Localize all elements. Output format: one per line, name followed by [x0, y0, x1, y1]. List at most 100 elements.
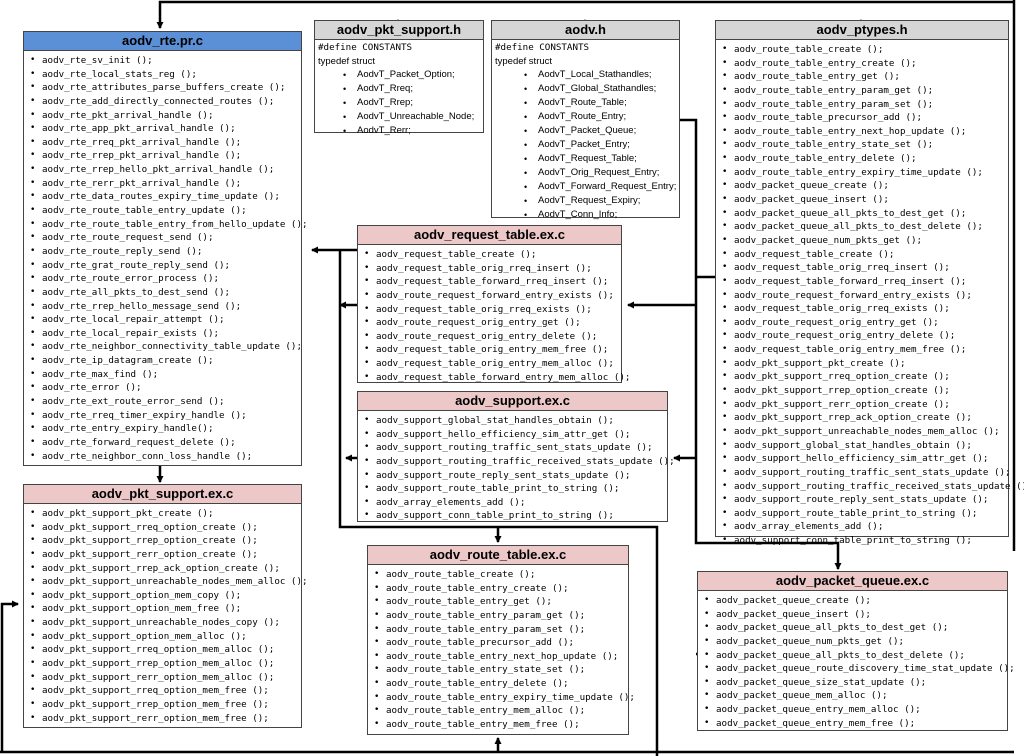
list-item: aodv_rte_entry_expiry_handle(); — [30, 422, 301, 436]
list-item: aodv_route_request_orig_entry_delete (); — [722, 329, 1008, 343]
list-item: aodv_packet_queue_route_discovery_time_s… — [704, 662, 1015, 676]
list-item: aodv_route_table_entry_create (); — [722, 57, 1008, 71]
list-item: AodvT_Packet_Queue; — [524, 124, 679, 138]
arrow-to-pkt-support-c-left — [0, 600, 19, 752]
list-item: aodv_pkt_support_rerr_option_create (); — [30, 548, 301, 562]
ptypes-title: aodv_ptypes.h — [716, 21, 1008, 40]
list-item: aodv_route_table_entry_next_hop_update (… — [722, 125, 1008, 139]
list-item: aodv_pkt_support_unreachable_nodes_mem_a… — [722, 425, 1008, 439]
pkt-support-c-box: aodv_pkt_support.ex.c aodv_pkt_support_p… — [23, 484, 308, 728]
aodv-h-typedef: typedef struct — [495, 55, 553, 67]
support-function-list: aodv_support_global_stat_handles_obtain … — [358, 411, 675, 523]
route-table-title: aodv_route_table.ex.c — [368, 546, 628, 565]
pkt-support-c-function-list: aodv_pkt_support_pkt_create (); aodv_pkt_… — [24, 504, 308, 725]
list-item: aodv_route_table_entry_param_set (); — [722, 98, 1008, 112]
list-item: AodvT_Rreq; — [343, 82, 483, 96]
list-item: aodv_rte_neighbor_connectivity_table_upd… — [30, 340, 302, 354]
list-item: aodv_rte_app_pkt_arrival_handle (); — [30, 122, 301, 136]
request-table-box: aodv_request_table.ex.c aodv_request_tab… — [357, 225, 630, 385]
list-item: aodv_packet_queue_all_pkts_to_dest_get (… — [704, 621, 1007, 635]
list-item: aodv_packet_queue_entry_mem_alloc (); — [704, 703, 1007, 717]
list-item: aodv_rte_ip_datagram_create (); — [30, 354, 301, 368]
list-item: aodv_rte_pkt_arrival_handle (); — [30, 109, 301, 123]
list-item: AodvT_Packet_Option; — [343, 68, 483, 82]
list-item: aodv_support_route_reply_sent_stats_upda… — [364, 469, 667, 483]
request-table-function-list: aodv_request_table_create ();aodv_reques… — [358, 245, 630, 385]
list-item: AodvT_Rerr; — [343, 124, 483, 138]
list-item: aodv_route_table_entry_param_get (); — [374, 609, 628, 623]
list-item: aodv_support_route_table_print_to_string… — [722, 507, 1008, 521]
list-item: aodv_pkt_support_option_mem_copy (); — [30, 589, 301, 603]
list-item: AodvT_Request_Table; — [524, 152, 679, 166]
list-item: aodv_route_table_entry_expiry_time_updat… — [722, 166, 1008, 180]
list-item: aodv_rte_grat_route_reply_send (); — [30, 259, 301, 273]
pkt-support-h-define: #define CONSTANTS — [318, 42, 413, 53]
list-item: aodv_rte_route_request_send (); — [30, 231, 301, 245]
list-item: aodv_route_request_forward_entry_exists … — [722, 289, 1008, 303]
list-item: aodv_rte_add_directly_connected_routes (… — [30, 95, 301, 109]
list-item: aodv_rte_ext_route_error_send (); — [30, 395, 301, 409]
list-item: aodv_pkt_support_option_mem_free (); — [30, 602, 301, 616]
rte-function-list: aodv_rte_sv_init ();aodv_rte_local_stats… — [24, 51, 308, 464]
list-item: aodv_support_routing_traffic_received_st… — [364, 455, 675, 469]
list-item: aodv_route_table_entry_get (); — [722, 70, 1008, 84]
list-item: AodvT_Request_Expiry; — [524, 194, 679, 208]
list-item: aodv_request_table_orig_rreq_exists (); — [722, 302, 1008, 316]
list-item: AodvT_Orig_Request_Entry; — [524, 166, 679, 180]
list-item: aodv_pkt_support_rreq_option_create (); — [722, 370, 1008, 384]
list-item: aodv_route_table_entry_expiry_time_updat… — [374, 691, 635, 705]
list-item: aodv_support_hello_efficiency_sim_attr_g… — [722, 452, 1008, 466]
list-item: aodv_route_table_entry_mem_free (); — [374, 718, 628, 732]
list-item: aodv_request_table_forward_rreq_insert (… — [364, 275, 621, 289]
list-item: aodv_route_table_create (); — [722, 43, 1008, 57]
list-item: aodv_request_table_orig_entry_mem_free (… — [364, 343, 621, 357]
list-item: aodv_pkt_support_rrep_option_create (); — [30, 534, 301, 548]
list-item: aodv_support_routing_traffic_received_st… — [722, 480, 1024, 494]
aodv-h-struct-list: AodvT_Local_Stathandles;AodvT_Global_Sta… — [492, 67, 679, 222]
route-table-function-list: aodv_route_table_create ();aodv_route_ta… — [368, 565, 635, 732]
list-item: AodvT_Route_Entry; — [524, 110, 679, 124]
list-item: aodv_rte_all_pkts_to_dest_send (); — [30, 286, 301, 300]
list-item: aodv_support_hello_efficiency_sim_attr_g… — [364, 428, 667, 442]
support-title: aodv_support.ex.c — [358, 392, 667, 411]
list-item: aodv_rte_neighbor_conn_loss_handle (); — [30, 450, 301, 464]
list-item: aodv_packet_queue_create (); — [722, 179, 1008, 193]
list-item: aodv_request_table_forward_entry_mem_all… — [364, 371, 630, 385]
list-item: aodv_packet_queue_create (); — [704, 594, 1007, 608]
list-item: aodv_route_table_entry_delete (); — [722, 152, 1008, 166]
pkt-support-h-box: aodv_pkt_support.h #define CONSTANTS typ… — [314, 20, 484, 138]
list-item: aodv_rte_local_stats_reg (); — [30, 68, 301, 82]
list-item: aodv_pkt_support_rrep_ack_option_create … — [722, 411, 1008, 425]
list-item: aodv_route_request_orig_entry_delete (); — [364, 330, 621, 344]
list-item: aodv_support_routing_traffic_sent_stats_… — [722, 466, 1011, 480]
list-item: aodv_support_route_reply_sent_stats_upda… — [722, 493, 1008, 507]
list-item: aodv_pkt_support_pkt_create (); — [722, 357, 1008, 371]
list-item: aodv_support_routing_traffic_sent_stats_… — [364, 441, 667, 455]
list-item: aodv_route_table_entry_next_hop_update (… — [374, 650, 628, 664]
list-item: aodv_request_table_orig_entry_mem_free (… — [722, 343, 1008, 357]
list-item: AodvT_Packet_Entry; — [524, 138, 679, 152]
list-item: aodv_packet_queue_num_pkts_get (); — [722, 234, 1008, 248]
list-item: aodv_pkt_support_rrep_option_create (); — [722, 384, 1008, 398]
list-item: aodv_route_table_entry_state_set (); — [722, 138, 1008, 152]
list-item: aodv_rte_route_table_entry_from_hello_up… — [30, 218, 308, 232]
list-item: aodv_pkt_support_pkt_create (); — [30, 507, 301, 521]
list-item: aodv_rte_local_repair_exists (); — [30, 327, 301, 341]
list-item: aodv_support_route_table_print_to_string… — [364, 482, 667, 496]
list-item: aodv_route_request_forward_entry_exists … — [364, 289, 621, 303]
list-item: aodv_route_table_entry_param_set (); — [374, 623, 628, 637]
rte-title: aodv_rte.pr.c — [24, 32, 301, 51]
list-item: aodv_rte_rrep_hello_pkt_arrival_handle (… — [30, 163, 301, 177]
list-item: AodvT_Unreachable_Node; — [343, 110, 483, 124]
list-item: aodv_packet_queue_insert (); — [722, 193, 1008, 207]
ptypes-function-list: aodv_route_table_create ();aodv_route_ta… — [716, 40, 1024, 548]
list-item: aodv_rte_forward_request_delete (); — [30, 436, 301, 450]
packet-queue-function-list: aodv_packet_queue_create (); aodv_packet_… — [698, 591, 1015, 730]
list-item: aodv_rte_attributes_parse_buffers_create… — [30, 81, 301, 95]
list-item: aodv_array_elements_add (); — [722, 520, 1008, 534]
request-table-title: aodv_request_table.ex.c — [358, 226, 621, 245]
list-item: AodvT_Local_Stathandles; — [524, 68, 679, 82]
list-item: aodv_route_table_precursor_add (); — [374, 636, 628, 650]
list-item: aodv_rte_route_error_process (); — [30, 272, 301, 286]
list-item: aodv_pkt_support_rrep_option_mem_free ()… — [30, 698, 301, 712]
